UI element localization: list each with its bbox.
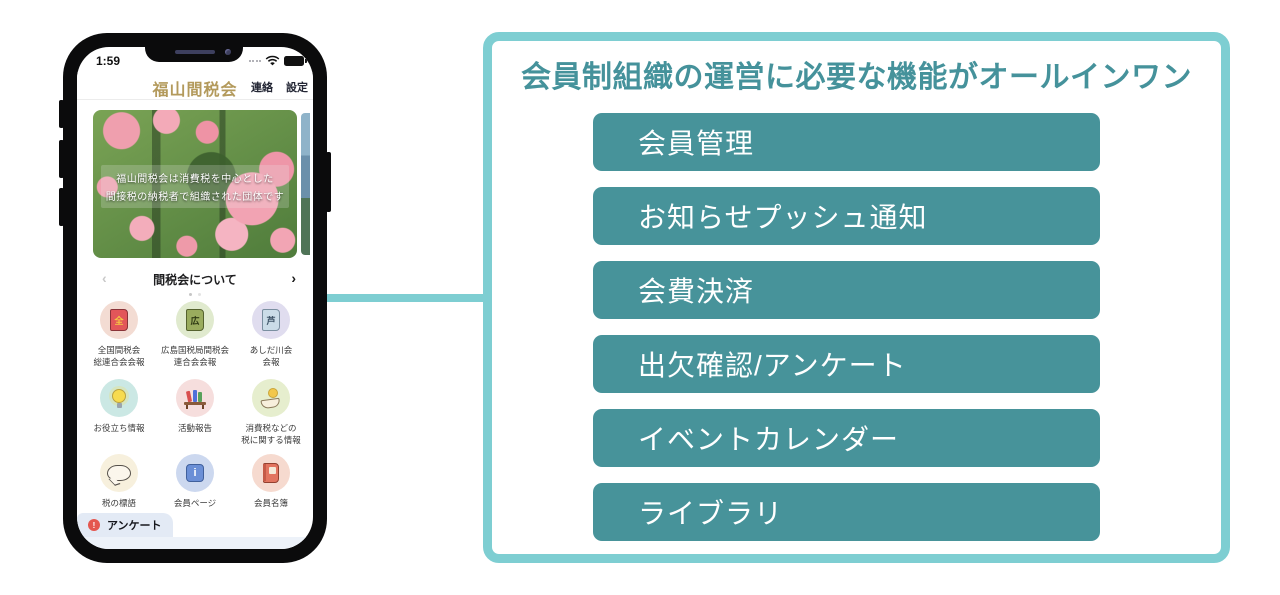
grid-item-label: 消費税などの (245, 423, 297, 433)
nav-settings-link[interactable]: 設定 (286, 82, 308, 94)
carousel-heading: ‹ 間税会について › (77, 270, 313, 289)
feature-icon-grid: 全 全国間税会 総連合会会報 広 広島国税局間税会 連合会会報 (81, 301, 309, 509)
power-button (326, 152, 331, 212)
book-green-icon: 広 (176, 301, 214, 339)
lightbulb-icon (100, 379, 138, 417)
chevron-right-icon[interactable]: › (291, 270, 296, 286)
features-panel: 会員制組織の運営に必要な機能がオールインワン 会員管理 お知らせプッシュ通知 会… (483, 32, 1230, 563)
status-time: 1:59 (96, 54, 121, 68)
address-book-icon (252, 454, 290, 492)
hero-caption-line2: 間接税の納税者で組織された団体です (105, 191, 285, 203)
nav-contact-link[interactable]: 連絡 (251, 82, 273, 94)
grid-item-hiroshima-kaiho[interactable]: 広 広島国税局間税会 連合会会報 (157, 301, 233, 379)
grid-item-label: 会員ページ (173, 498, 217, 508)
hero-caption-line1: 福山間税会は消費税を中心とした (116, 173, 274, 185)
grid-item-shohizei-joho[interactable]: 消費税などの 税に関する情報 (233, 379, 309, 454)
app-header: 福山間税会 連絡 設定 (77, 71, 313, 100)
feature-event-calendar[interactable]: イベントカレンダー (593, 409, 1100, 467)
connector-line (326, 294, 486, 302)
hero-caption: 福山間税会は消費税を中心とした 間接税の納税者で組織された団体です (101, 164, 289, 208)
carousel-title: 間税会について (153, 273, 237, 287)
grid-item-oyakudachi[interactable]: お役立ち情報 (81, 379, 157, 454)
feature-attendance-survey[interactable]: 出欠確認/アンケート (593, 335, 1100, 393)
book-blue-icon: 芦 (252, 301, 290, 339)
grid-item-kaiin-page[interactable]: i 会員ページ (157, 454, 233, 509)
grid-item-katsudo-hokoku[interactable]: 活動報告 (157, 379, 233, 454)
phone-screen: 1:59 福山間税会 連絡 設 (77, 47, 313, 549)
app-title: 福山間税会 (152, 82, 238, 99)
hand-coin-icon (252, 379, 290, 417)
notch (145, 47, 243, 62)
info-icon: i (176, 454, 214, 492)
feature-member-management[interactable]: 会員管理 (593, 113, 1100, 171)
wifi-icon (265, 55, 280, 66)
grid-item-zenkoku-kaiho[interactable]: 全 全国間税会 総連合会会報 (81, 301, 157, 379)
grid-item-label: 会員名簿 (253, 498, 288, 508)
front-camera (225, 49, 231, 55)
chevron-left-icon[interactable]: ‹ (102, 270, 107, 286)
grid-item-label: 全国間税会 (97, 345, 141, 355)
grid-item-zei-hyogo[interactable]: 税の標語 (81, 454, 157, 509)
next-slide-preview (301, 113, 310, 255)
grid-item-label: 活動報告 (177, 423, 212, 433)
grid-item-kaiin-meibo[interactable]: 会員名簿 (233, 454, 309, 509)
speaker-slit (175, 50, 215, 54)
grid-item-label: お役立ち情報 (93, 423, 145, 433)
survey-tab-label: アンケート (107, 520, 162, 532)
hero-carousel-image[interactable]: 福山間税会は消費税を中心とした 間接税の納税者で組織された団体です (93, 110, 297, 258)
book-red-icon: 全 (100, 301, 138, 339)
cellular-signal-icon (248, 59, 261, 62)
bottom-band (77, 537, 313, 549)
feature-fee-payment[interactable]: 会費決済 (593, 261, 1100, 319)
grid-item-label: あしだ川会 (249, 345, 293, 355)
notification-badge: ! (88, 519, 100, 531)
grid-item-label: 税の標語 (101, 498, 136, 508)
survey-tab[interactable]: ! アンケート (77, 513, 173, 537)
volume-down-button (59, 188, 64, 226)
phone-mockup: 1:59 福山間税会 連絡 設 (59, 33, 331, 563)
speech-bubble-icon (100, 454, 138, 492)
panel-title: 会員制組織の運営に必要な機能がオールインワン (521, 61, 1192, 94)
status-bar: 1:59 (77, 47, 313, 71)
grid-item-label: 広島国税局間税会 (160, 345, 229, 355)
grid-item-ashidagawa-kaiho[interactable]: 芦 あしだ川会 会報 (233, 301, 309, 379)
mute-switch (59, 100, 64, 128)
feature-library[interactable]: ライブラリ (593, 483, 1100, 541)
feature-push-notification[interactable]: お知らせプッシュ通知 (593, 187, 1100, 245)
battery-icon (284, 55, 307, 66)
feature-list: 会員管理 お知らせプッシュ通知 会費決済 出欠確認/アンケート イベントカレンダ… (593, 113, 1100, 541)
carousel-dots (77, 293, 313, 296)
bookshelf-icon (176, 379, 214, 417)
volume-up-button (59, 140, 64, 178)
